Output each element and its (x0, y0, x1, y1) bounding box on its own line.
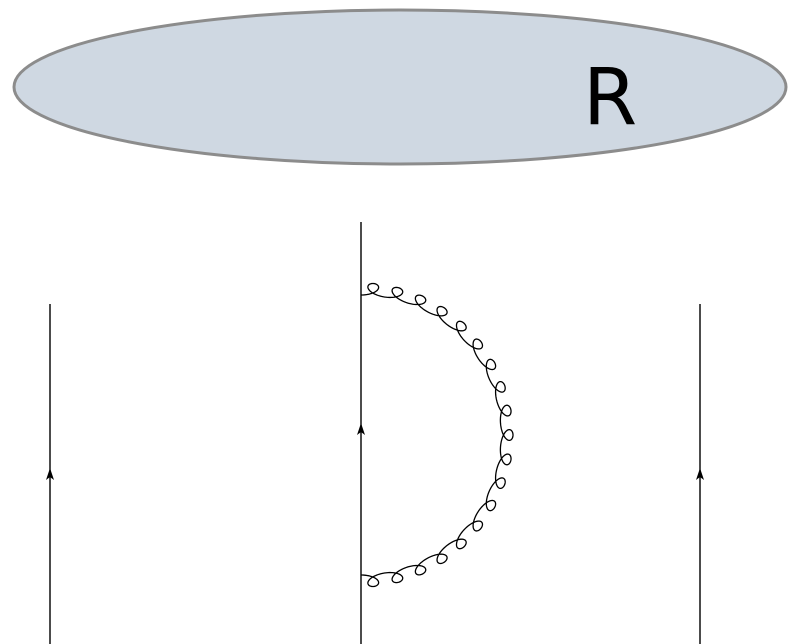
left-quark-arrow-icon (46, 468, 54, 480)
gluon-self-energy-loop (360, 282, 514, 588)
region-ellipse (12, 8, 788, 166)
quark-lines (49, 222, 701, 644)
region-label: R (583, 53, 637, 143)
region-blob: R (12, 8, 788, 166)
right-quark-arrow-icon (696, 468, 704, 480)
quark-arrows (46, 423, 704, 480)
center-quark-arrow-icon (357, 423, 365, 435)
